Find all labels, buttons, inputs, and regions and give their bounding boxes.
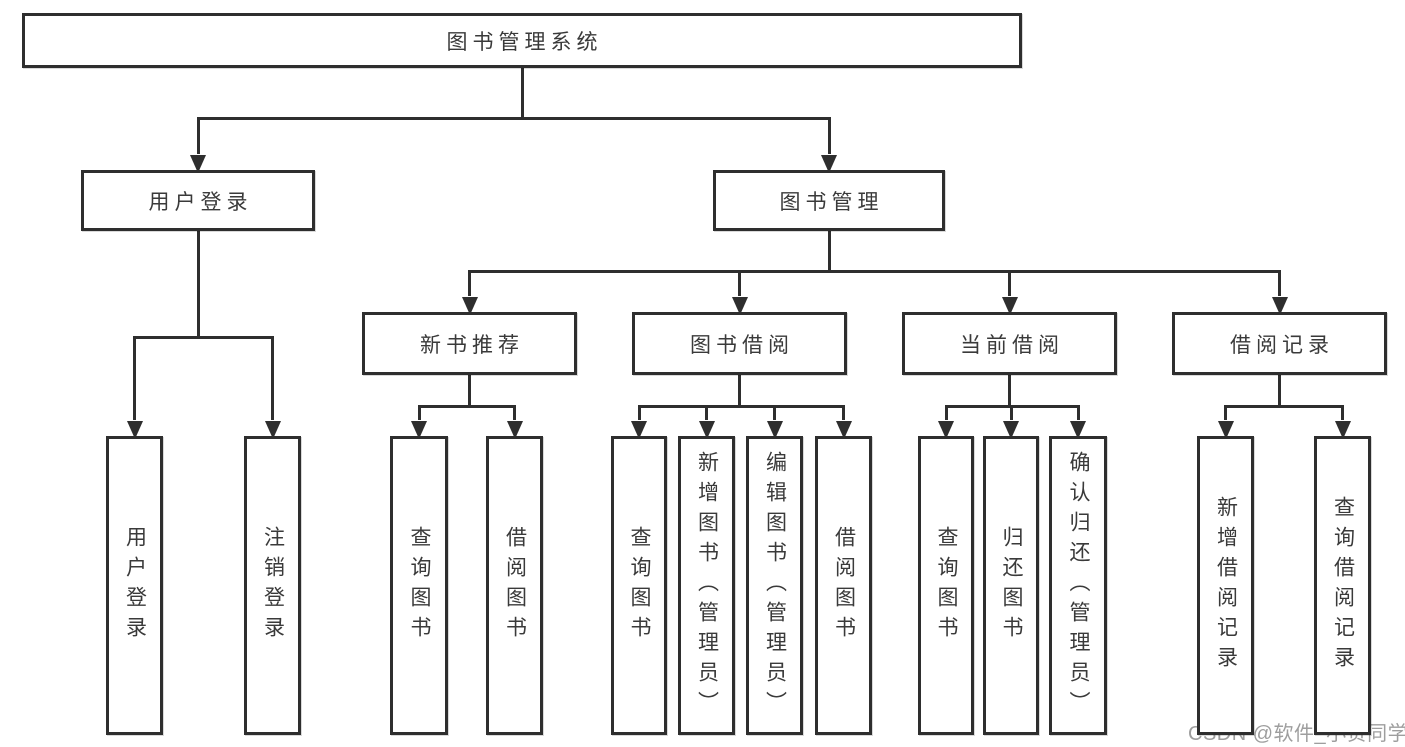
node-label: 图书借阅 xyxy=(690,333,794,357)
connector-line xyxy=(827,231,831,273)
connector-line xyxy=(1076,405,1080,420)
arrow-down-icon xyxy=(461,297,478,315)
node-current-borrow: 当前借阅 xyxy=(902,312,1117,375)
arrow-down-icon xyxy=(835,421,852,439)
node-leaf-query-borrow-record: 查询借阅记录 xyxy=(1314,436,1371,735)
connector-line xyxy=(738,375,741,408)
connector-line xyxy=(513,405,516,420)
node-label: 新增借阅记录 xyxy=(1214,495,1238,676)
node-book-borrow: 图书借阅 xyxy=(632,312,847,375)
arrow-down-icon xyxy=(731,297,748,315)
node-label: 查询借阅记录 xyxy=(1331,495,1355,676)
node-label: 用户登录 xyxy=(148,190,253,214)
arrow-down-icon xyxy=(821,155,837,173)
connector-line xyxy=(637,405,641,420)
connector-line xyxy=(773,405,776,420)
connector-line xyxy=(1341,405,1344,420)
node-book-mgmt: 图书管理 xyxy=(713,170,945,231)
connector-line xyxy=(705,405,708,420)
node-label: 新书推荐 xyxy=(420,333,524,357)
arrow-down-icon xyxy=(698,421,715,439)
node-label: 查询图书 xyxy=(408,525,431,646)
node-label: 当前借阅 xyxy=(960,333,1064,357)
connector-line xyxy=(1278,375,1281,408)
node-label: 借阅图书 xyxy=(832,525,856,646)
node-leaf-query-book-2: 查询图书 xyxy=(611,436,667,735)
connector-line xyxy=(738,270,741,296)
node-leaf-edit-book: 编辑图书（管理员） xyxy=(746,436,803,735)
connector-line xyxy=(1009,405,1013,420)
connector-line xyxy=(468,270,1281,273)
connector-line xyxy=(468,375,471,408)
node-borrow-record: 借阅记录 xyxy=(1172,312,1387,375)
node-leaf-logout: 注销登录 xyxy=(244,436,301,735)
connector-line xyxy=(196,117,200,154)
node-label: 图书管理 xyxy=(779,190,884,214)
connector-line xyxy=(1008,270,1011,296)
node-label: 用户登录 xyxy=(123,525,147,646)
connector-line xyxy=(196,231,200,339)
node-label: 借阅图书 xyxy=(503,525,527,646)
connector-line xyxy=(637,405,845,408)
connector-line xyxy=(133,336,274,339)
node-leaf-borrow-book-1: 借阅图书 xyxy=(486,436,543,735)
node-leaf-query-book-3: 查询图书 xyxy=(918,436,974,735)
arrow-down-icon xyxy=(506,421,523,439)
connector-line xyxy=(944,405,948,420)
arrow-down-icon xyxy=(411,421,427,439)
node-label: 新增图书（管理员） xyxy=(695,450,719,721)
arrow-down-icon xyxy=(1003,421,1019,439)
connector-line xyxy=(271,336,274,420)
arrow-down-icon xyxy=(938,421,954,439)
node-leaf-query-book-1: 查询图书 xyxy=(390,436,448,735)
node-leaf-return-book: 归还图书 xyxy=(983,436,1039,735)
node-label: 归还图书 xyxy=(1000,525,1023,646)
node-new-book-rec: 新书推荐 xyxy=(362,312,577,375)
node-root: 图书管理系统 xyxy=(22,13,1022,68)
arrow-down-icon xyxy=(766,421,783,439)
arrow-down-icon xyxy=(1334,421,1351,439)
node-leaf-user-login: 用户登录 xyxy=(106,436,163,735)
connector-line xyxy=(417,405,516,408)
connector-line xyxy=(842,405,845,420)
arrow-down-icon xyxy=(1001,297,1018,315)
arrow-down-icon xyxy=(631,421,647,439)
node-label: 图书管理系统 xyxy=(446,30,603,54)
connector-line xyxy=(196,117,831,120)
connector-line xyxy=(1008,375,1011,408)
node-label: 编辑图书（管理员） xyxy=(763,450,787,721)
connector-line xyxy=(468,270,471,296)
connector-line xyxy=(1278,270,1281,296)
connector-line xyxy=(1224,405,1344,408)
connector-line xyxy=(827,117,831,154)
arrow-down-icon xyxy=(190,155,206,173)
arrow-down-icon xyxy=(1271,297,1288,315)
node-label: 借阅记录 xyxy=(1230,333,1334,357)
node-leaf-confirm-return: 确认归还（管理员） xyxy=(1049,436,1107,735)
node-leaf-add-book: 新增图书（管理员） xyxy=(678,436,735,735)
node-leaf-borrow-book-2: 借阅图书 xyxy=(815,436,872,735)
node-label: 查询图书 xyxy=(628,525,651,646)
connector-line xyxy=(417,405,421,420)
connector-line xyxy=(133,336,136,420)
node-label: 注销登录 xyxy=(261,525,285,646)
connector-line xyxy=(1224,405,1227,420)
node-label: 确认归还（管理员） xyxy=(1067,450,1090,721)
arrow-down-icon xyxy=(1070,421,1086,439)
arrow-down-icon xyxy=(1217,421,1234,439)
node-leaf-add-borrow-record: 新增借阅记录 xyxy=(1197,436,1254,735)
arrow-down-icon xyxy=(126,421,143,439)
node-label: 查询图书 xyxy=(935,525,958,646)
arrow-down-icon xyxy=(264,421,281,439)
connector-line xyxy=(520,68,524,120)
node-user-login: 用户登录 xyxy=(81,170,315,231)
